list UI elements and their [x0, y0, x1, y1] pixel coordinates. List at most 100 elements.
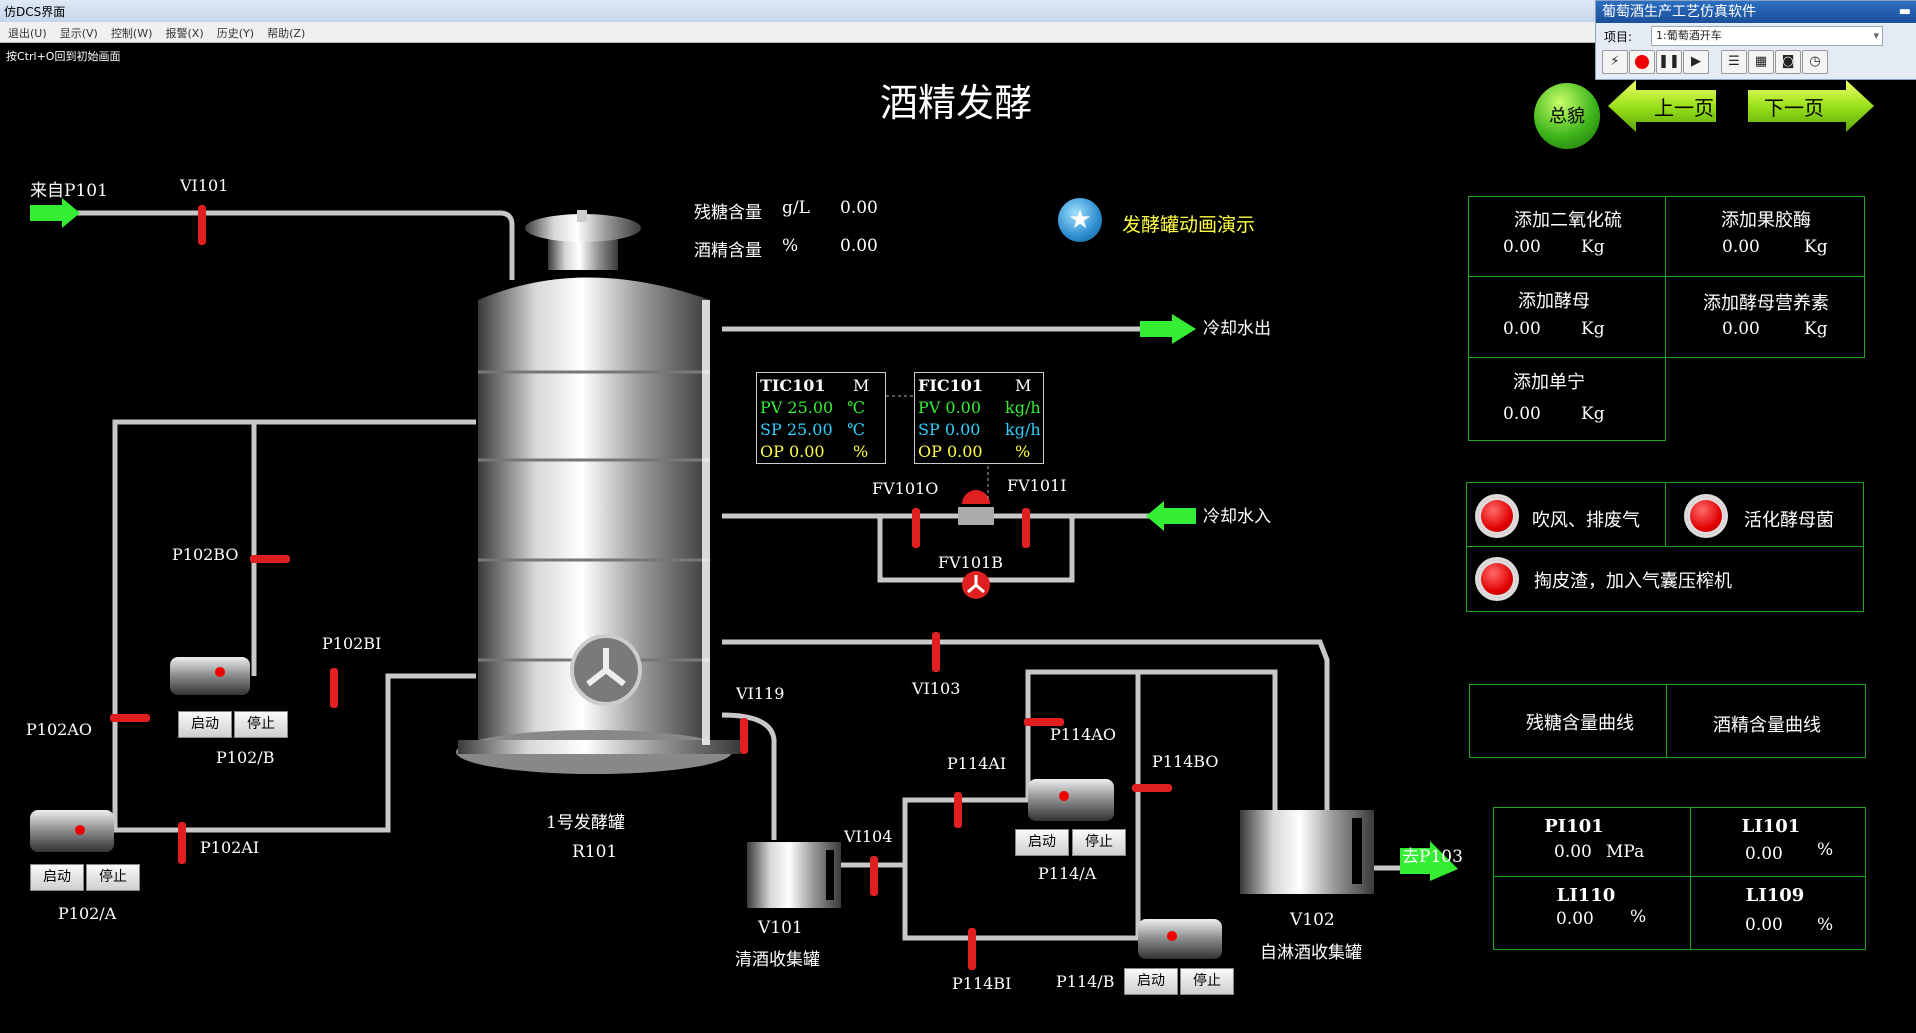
p114a-stop-button[interactable]: 停止 [1072, 829, 1126, 856]
prev-page-button[interactable]: 上一页 [1654, 96, 1714, 120]
animation-demo-link[interactable]: 发酵罐动画演示 [1122, 214, 1256, 236]
p102a-stop-button[interactable]: 停止 [86, 864, 140, 891]
p102b-start-button[interactable]: 启动 [178, 711, 232, 738]
stream-cooling-out: 冷却水出 [1203, 319, 1271, 339]
label-p114bi: P114BI [952, 974, 1012, 993]
label-vi104: VI104 [844, 827, 893, 846]
blow-indicator-icon[interactable] [1478, 497, 1516, 535]
instrument-tag: LI109 [1745, 885, 1805, 906]
sugar-curve-button[interactable]: 残糖含量曲线 [1469, 684, 1667, 758]
overview-button[interactable]: 总貌 [1534, 83, 1600, 149]
addition-unit: Kg [1581, 404, 1605, 424]
sim-panel-header: 葡萄酒生产工艺仿真软件 ▬ [1596, 1, 1916, 23]
addition-value: 0.00 [1722, 237, 1760, 257]
arrow-out-icon [1400, 841, 1458, 881]
pump-p114a [1028, 779, 1114, 821]
pause-icon[interactable]: ❚❚ [1656, 50, 1682, 74]
instrument-value: 0.00 [1554, 842, 1592, 862]
project-select[interactable]: 1:葡萄酒开车 [1651, 26, 1883, 46]
label-vi119: VI119 [736, 684, 785, 703]
operations-divider [1665, 482, 1666, 546]
valve-p114ai [954, 792, 962, 828]
list-icon[interactable]: ☰ [1721, 50, 1747, 74]
addition-label: 添加酵母营养素 [1703, 293, 1829, 314]
instrument-tag: PI101 [1544, 816, 1604, 837]
addition-yeast-cell[interactable]: 添加酵母 0.00 Kg [1468, 276, 1666, 358]
activate-indicator-icon[interactable] [1687, 497, 1725, 535]
tank-v101 [747, 842, 841, 908]
operation-activate[interactable]: 活化酵母菌 [1744, 510, 1834, 531]
press-indicator-icon[interactable] [1478, 560, 1516, 598]
prev-arrow-icon[interactable] [1608, 80, 1716, 132]
addition-tannin-cell[interactable]: 添加单宁 0.00 Kg [1468, 357, 1666, 441]
menu-control[interactable]: 控制(W) [110, 27, 153, 40]
valve-vi104 [870, 856, 878, 896]
menu-history[interactable]: 历史(Y) [216, 27, 255, 40]
control-valve-fv101 [962, 490, 990, 504]
valve-vi101 [198, 205, 206, 245]
record-icon[interactable] [1629, 50, 1655, 74]
instrument-li110[interactable]: LI110 0.00 % [1493, 876, 1691, 950]
alcohol-curve-label: 酒精含量曲线 [1713, 715, 1821, 736]
fic101-tag: FIC101 [918, 376, 983, 395]
arrow-in-icon [1146, 501, 1196, 531]
arrow-out-icon [1140, 314, 1196, 344]
label-v102-tag: V102 [1290, 910, 1335, 930]
label-p102ai: P102AI [200, 838, 260, 857]
alcohol-curve-button[interactable]: 酒精含量曲线 [1666, 684, 1866, 758]
valve-vi119 [740, 718, 748, 754]
sim-panel-title: 葡萄酒生产工艺仿真软件 [1602, 4, 1756, 20]
tic101-op-unit: % [853, 442, 869, 461]
addition-value: 0.00 [1503, 319, 1541, 339]
residual-sugar-label: 残糖含量 [694, 203, 762, 223]
tic101-pv: PV 25.00 [760, 398, 834, 417]
operation-press[interactable]: 掏皮渣，加入气囊压榨机 [1534, 571, 1732, 592]
star-icon[interactable]: ★ [1058, 198, 1102, 242]
instrument-pi101[interactable]: PI101 0.00 MPa [1493, 807, 1691, 877]
camera-icon[interactable]: ◙ [1775, 50, 1801, 74]
menu-exit[interactable]: 退出(U) [8, 27, 47, 40]
clock-icon[interactable]: ◷ [1802, 50, 1828, 74]
operation-blow[interactable]: 吹风、排废气 [1532, 510, 1640, 531]
menu-alarm[interactable]: 报警(X) [165, 27, 204, 40]
fic101-faceplate[interactable]: FIC101 M PV 0.00 kg/h SP 0.00 kg/h OP 0.… [914, 372, 1044, 464]
instrument-value: 0.00 [1556, 909, 1594, 929]
valve-p114bo [1132, 784, 1172, 792]
valve-p114bi [968, 928, 976, 970]
p114a-start-button[interactable]: 启动 [1015, 829, 1069, 856]
addition-unit: Kg [1804, 237, 1828, 257]
tic101-tag: TIC101 [760, 376, 826, 395]
label-p102bo: P102BO [172, 545, 239, 564]
label-p114b: P114/B [1056, 972, 1115, 991]
addition-pectinase-cell[interactable]: 添加果胶酶 0.00 Kg [1665, 196, 1865, 277]
label-r101-name: 1号发酵罐 [546, 813, 625, 833]
menu-help[interactable]: 帮助(Z) [267, 27, 306, 40]
valve-p102bi [330, 668, 338, 708]
chart-icon[interactable]: ▦ [1748, 50, 1774, 74]
label-r101-tag: R101 [572, 842, 618, 862]
minimize-icon[interactable]: ▬ [1898, 4, 1911, 19]
addition-yeast-nutrient-cell[interactable]: 添加酵母营养素 0.00 Kg [1665, 276, 1865, 358]
p102b-stop-button[interactable]: 停止 [234, 711, 288, 738]
stream-cooling-in: 冷却水入 [1203, 507, 1271, 527]
page-nav-arrows [1608, 80, 1874, 132]
fic101-sp: SP 0.00 [918, 420, 981, 439]
addition-unit: Kg [1581, 319, 1605, 339]
tic101-faceplate[interactable]: TIC101 M PV 25.00 ℃ SP 25.00 ℃ OP 0.00 % [756, 372, 886, 464]
label-fv101i: FV101I [1007, 476, 1067, 495]
addition-so2-cell[interactable]: 添加二氧化硫 0.00 Kg [1468, 196, 1666, 277]
p102a-start-button[interactable]: 启动 [30, 864, 84, 891]
next-arrow-icon[interactable] [1748, 80, 1874, 132]
instrument-li109[interactable]: LI109 0.00 % [1690, 876, 1866, 950]
play-icon[interactable]: ▶ [1683, 50, 1709, 74]
label-p102a: P102/A [58, 904, 117, 923]
instrument-li101[interactable]: LI101 0.00 % [1690, 807, 1866, 877]
label-v101-name: 清酒收集罐 [735, 950, 820, 970]
menu-view[interactable]: 显示(V) [59, 27, 98, 40]
fic101-sp-unit: kg/h [1005, 420, 1041, 439]
step-icon[interactable]: ⚡ [1602, 50, 1628, 74]
next-page-button[interactable]: 下一页 [1764, 96, 1824, 120]
addition-label: 添加二氧化硫 [1514, 210, 1622, 231]
p114b-start-button[interactable]: 启动 [1124, 968, 1178, 995]
p114b-stop-button[interactable]: 停止 [1180, 968, 1234, 995]
